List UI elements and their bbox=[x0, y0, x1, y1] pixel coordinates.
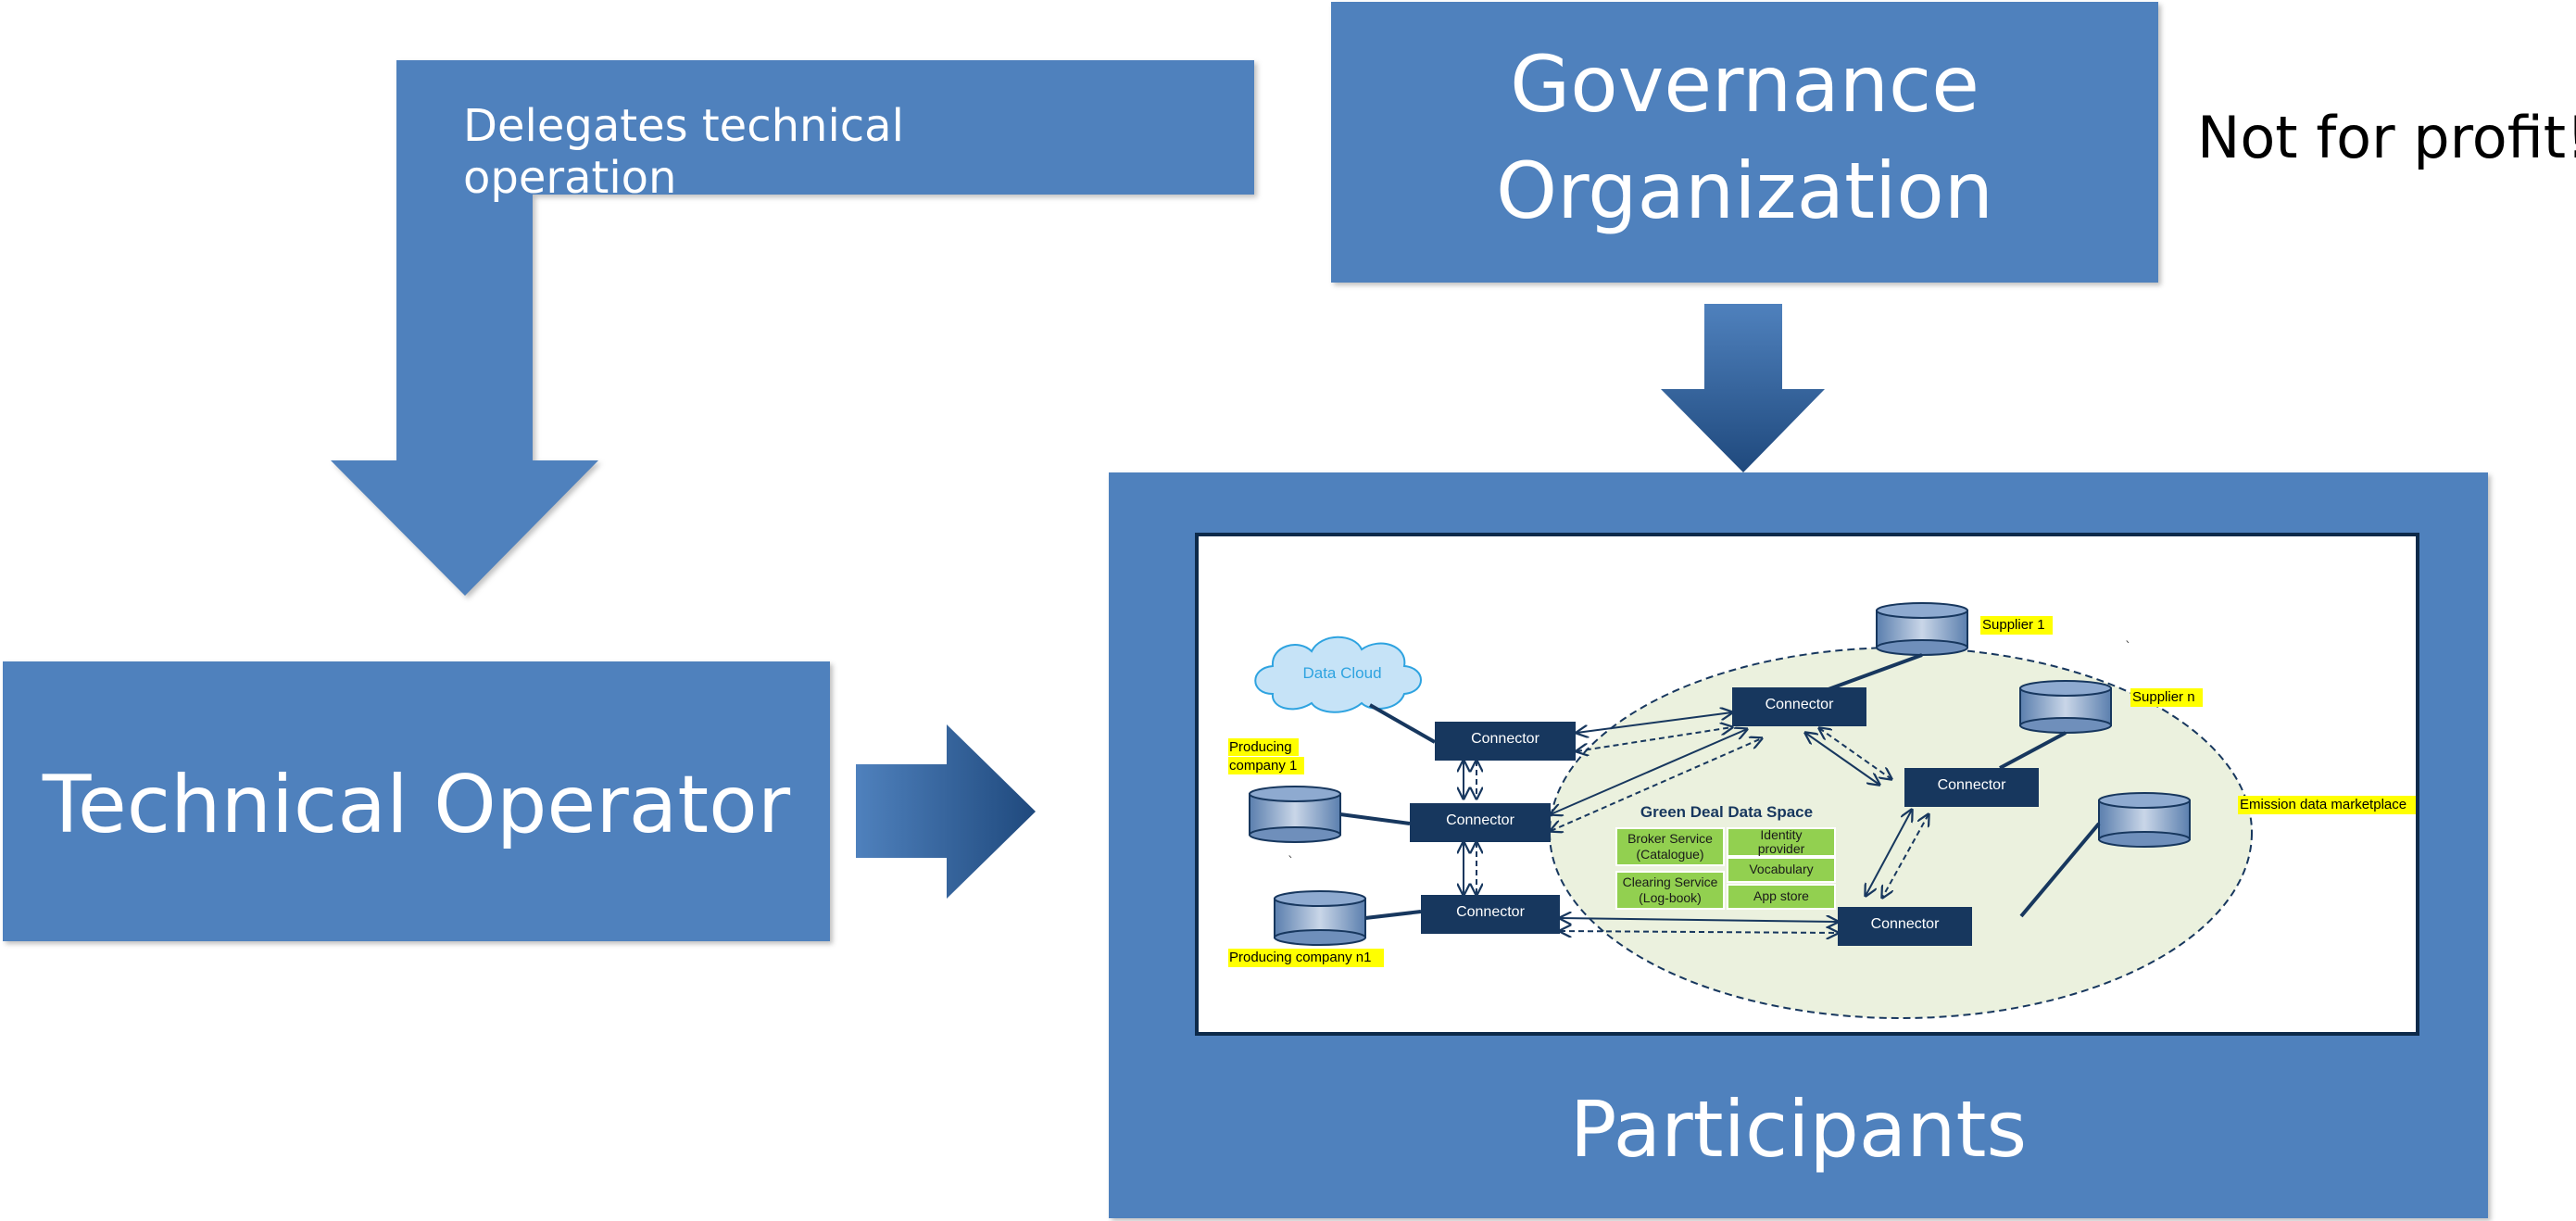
emission-marketplace-label: Emission data marketplace bbox=[2240, 797, 2407, 812]
governance-line1: Governance bbox=[1510, 39, 1979, 130]
broker-service-box bbox=[1615, 827, 1725, 866]
producing-company-1-line1: Producing bbox=[1229, 739, 1292, 755]
delegation-bent-arrow bbox=[331, 60, 1254, 596]
connector-box bbox=[1410, 803, 1551, 842]
data-space-diagram: ` ` bbox=[1228, 602, 2416, 1019]
identity-provider-box bbox=[1727, 827, 1836, 857]
governance-organization-box: Governance Organization bbox=[1331, 2, 2158, 283]
identity-provider-label: Identity provider bbox=[1728, 828, 1835, 856]
governance-down-arrow bbox=[1661, 304, 1825, 472]
broker-service-label: Broker Service (Catalogue) bbox=[1616, 831, 1724, 862]
governance-line2: Organization bbox=[1495, 145, 1994, 236]
vocabulary-box bbox=[1727, 857, 1836, 883]
connector-box bbox=[1904, 768, 2039, 807]
connector-label: Connector bbox=[1446, 812, 1514, 828]
highlight-emission bbox=[2238, 796, 2416, 814]
database-icon-supplier-n bbox=[2019, 680, 2112, 734]
not-for-profit-label: Not for profit! bbox=[2197, 104, 2576, 171]
broker-service-line2: (Catalogue) bbox=[1636, 847, 1704, 862]
highlight-producing-n1 bbox=[1228, 949, 1384, 967]
database-icon-producing-1 bbox=[1249, 786, 1341, 843]
data-space-panel: ` ` Data Cloud Green Deal Data Space Con… bbox=[1195, 533, 2419, 1036]
stray-mark: ` bbox=[1288, 855, 1294, 870]
clearing-service-line2: (Log-book) bbox=[1639, 890, 1702, 905]
connector-arrows bbox=[1464, 712, 1929, 933]
clearing-service-label: Clearing Service (Log-book) bbox=[1616, 875, 1724, 906]
supplier-1-label: Supplier 1 bbox=[1982, 617, 2045, 633]
identity-provider-line1: Identity bbox=[1760, 827, 1803, 842]
producing-company-n1-label: Producing company n1 bbox=[1229, 950, 1372, 965]
connector-box bbox=[1421, 895, 1560, 934]
database-icon-supplier-1 bbox=[1876, 602, 1968, 656]
app-store-box bbox=[1727, 884, 1836, 910]
identity-provider-line2: provider bbox=[1757, 841, 1805, 856]
connector-label: Connector bbox=[1937, 777, 2006, 793]
connector-box bbox=[1838, 907, 1972, 946]
source-links bbox=[1339, 653, 2101, 920]
supplier-n-label: Supplier n bbox=[2132, 689, 2195, 705]
connector-label: Connector bbox=[1471, 731, 1539, 747]
stray-mark: ` bbox=[2125, 640, 2131, 655]
clearing-service-line1: Clearing Service bbox=[1622, 875, 1718, 889]
green-deal-label: Green Deal Data Space bbox=[1640, 803, 1814, 821]
app-store-label: App store bbox=[1753, 888, 1809, 903]
clearing-service-box bbox=[1615, 871, 1725, 910]
technical-operator-label: Technical Operator bbox=[42, 759, 791, 851]
participants-label: Participants bbox=[1569, 1084, 2028, 1175]
connector-label: Connector bbox=[1456, 904, 1525, 920]
database-icon-emission-marketplace bbox=[2098, 792, 2191, 848]
highlight-supplier-1 bbox=[1980, 616, 2053, 635]
highlight-supplier-n bbox=[2130, 688, 2203, 707]
data-cloud-label: Data Cloud bbox=[1302, 664, 1382, 682]
technical-operator-box: Technical Operator bbox=[3, 661, 830, 941]
delegates-label: Delegates technical operation bbox=[463, 100, 904, 204]
connector-label: Connector bbox=[1870, 916, 1940, 932]
broker-service-line1: Broker Service bbox=[1627, 831, 1713, 846]
highlight-producing-1-a bbox=[1228, 738, 1299, 756]
vocabulary-label: Vocabulary bbox=[1749, 862, 1814, 876]
operator-right-arrow bbox=[856, 724, 1036, 899]
data-cloud-icon bbox=[1254, 636, 1422, 713]
highlight-producing-1-b bbox=[1228, 757, 1304, 774]
database-icon-producing-n1 bbox=[1274, 890, 1366, 946]
connector-label: Connector bbox=[1765, 697, 1834, 712]
connector-box bbox=[1435, 722, 1576, 761]
connector-box bbox=[1732, 687, 1866, 726]
producing-company-1-line2: company 1 bbox=[1229, 758, 1298, 774]
